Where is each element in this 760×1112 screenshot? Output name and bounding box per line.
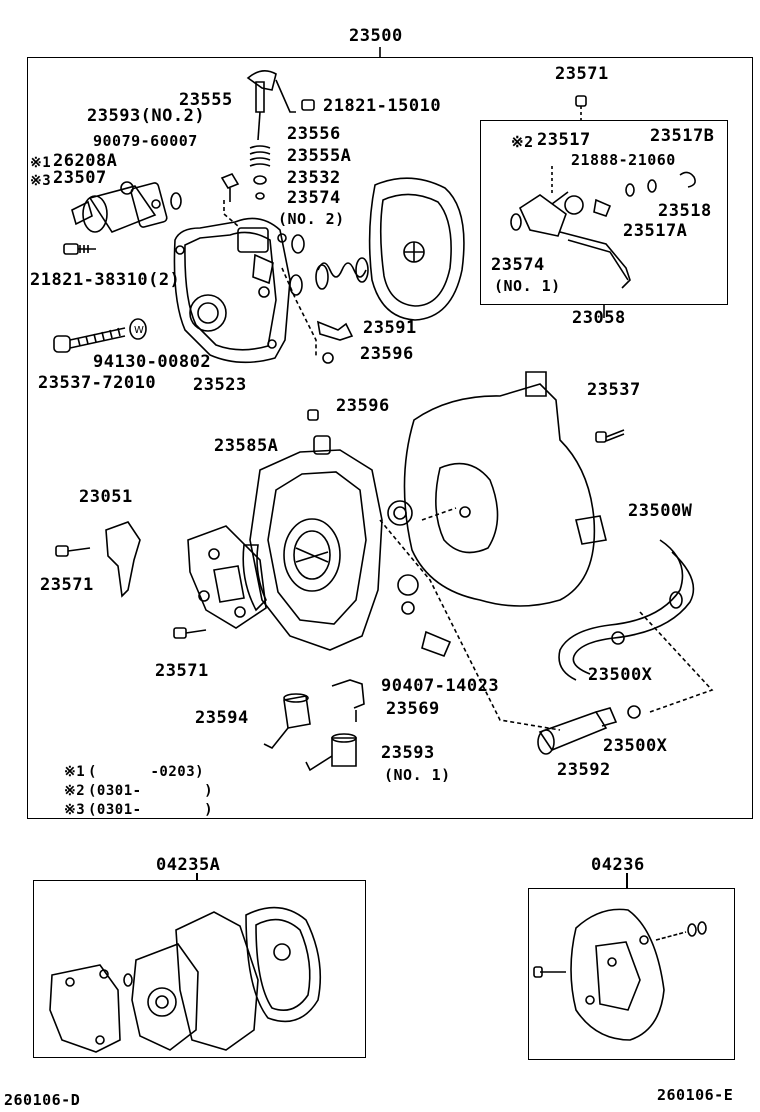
label-23532: 23532 — [287, 168, 341, 188]
leader-04235A — [196, 873, 198, 881]
diaphragm-spring-art — [316, 258, 368, 289]
label-23517B: 23517B — [650, 126, 715, 146]
label-23571-top: 23571 — [555, 64, 609, 84]
label-94130-00802: 94130-00802 — [93, 352, 212, 372]
label-90407-14023: 90407-14023 — [381, 676, 500, 696]
label-23523: 23523 — [193, 375, 247, 395]
label-23500X-a: 23500X — [588, 665, 653, 685]
label-23571-bottom: 23571 — [155, 661, 209, 681]
clamp-23500X-a-art — [612, 632, 624, 644]
bolt-23537-72010-art: W — [54, 319, 146, 352]
o-ring-23574-no2-art — [292, 235, 304, 253]
kit-04235A-art — [50, 908, 320, 1052]
fitting-90407-14023-art — [422, 632, 450, 656]
note-1-mark: ※1 — [64, 764, 86, 780]
hose-23500W-art — [559, 540, 693, 680]
fitting-23594-art — [264, 694, 310, 748]
label-23555: 23555 — [179, 90, 233, 110]
label-23051: 23051 — [79, 487, 133, 507]
solenoid-23507-art — [72, 182, 168, 232]
fitting-23569-art — [332, 680, 364, 722]
note-2-text: (0301- ) — [88, 783, 214, 799]
label-23574-no1: 23574 — [491, 255, 545, 275]
label-assembly-23500: 23500 — [349, 26, 403, 46]
o-ring-90079-art — [171, 193, 181, 209]
note-2-mark: ※2 — [64, 783, 86, 799]
label-26208A: 26208A — [53, 151, 118, 171]
bolt-23537-art — [596, 430, 624, 442]
housing-large-art — [404, 372, 606, 606]
label-23569: 23569 — [386, 699, 440, 719]
bolt-21821-38310-art — [64, 244, 96, 254]
note-1-text: ( -0203) — [88, 764, 205, 780]
label-kit-04236: 04236 — [591, 855, 645, 875]
label-23574-no1-sub: (NO. 1) — [494, 277, 561, 295]
valve-body-left-art — [188, 526, 266, 628]
label-21888-21060: 21888-21060 — [571, 151, 676, 169]
note-3-mark: ※3 — [64, 802, 86, 818]
kit-04235A-frame — [33, 880, 366, 1058]
subassembly-23058-frame — [480, 120, 728, 305]
screw-23555-art — [222, 71, 314, 202]
label-23556: 23556 — [287, 124, 341, 144]
leader-04236 — [626, 873, 628, 888]
valve-23592-art — [538, 708, 616, 754]
label-23518: 23518 — [658, 201, 712, 221]
footer-code-left: 260106-D — [4, 1091, 81, 1109]
label-23571-left: 23571 — [40, 575, 94, 595]
svg-text:W: W — [134, 325, 144, 336]
label-23596-a: 23596 — [360, 344, 414, 364]
main-assembly-frame — [27, 57, 753, 819]
label-23574-no2-sub: (NO. 2) — [278, 210, 345, 228]
label-21821-15010: 21821-15010 — [323, 96, 442, 116]
label-21821-38310: 21821-38310(2) — [30, 270, 181, 290]
label-26208A-mark: ※1 — [30, 155, 52, 171]
label-23537: 23537 — [587, 380, 641, 400]
label-90079-60007: 90079-60007 — [93, 132, 198, 150]
diaphragm-art — [370, 178, 464, 320]
label-23593-no2: 23593(NO.2) — [87, 106, 206, 126]
plug-23596-art — [323, 353, 333, 363]
label-23555A: 23555A — [287, 146, 352, 166]
o-ring-23574-art — [290, 275, 302, 295]
label-23593-no1: 23593 — [381, 743, 435, 763]
bolt-23571-left-art — [56, 546, 90, 556]
label-23593-no1-sub: (NO. 1) — [384, 766, 451, 784]
label-23591: 23591 — [363, 318, 417, 338]
label-23517A: 23517A — [623, 221, 688, 241]
label-subassembly-23058: 23058 — [572, 308, 626, 328]
note-3-text: (0301- ) — [88, 802, 214, 818]
label-23592: 23592 — [557, 760, 611, 780]
label-23517-mark: ※2 — [511, 133, 534, 151]
fitting-23593-no1-art — [306, 734, 356, 770]
bracket-23051-art — [106, 522, 140, 596]
label-23594: 23594 — [195, 708, 249, 728]
label-23517: 23517 — [537, 130, 591, 150]
label-23574-no2: 23574 — [287, 188, 341, 208]
label-23596-b: 23596 — [336, 396, 390, 416]
label-23507: 23507 — [53, 168, 107, 188]
bolt-23571-bottom-art — [174, 628, 206, 638]
label-23507-mark: ※3 — [30, 173, 52, 189]
kit-04236-art — [534, 909, 706, 1040]
lever-subassembly-23058-art — [511, 96, 695, 288]
label-kit-04235A: 04235A — [156, 855, 221, 875]
label-23585A: 23585A — [214, 436, 279, 456]
clamp-23500X-b-art — [628, 706, 640, 718]
label-23537-72010: 23537-72010 — [38, 373, 157, 393]
regulator-cover-23523-art — [174, 218, 290, 362]
kit-04236-frame — [528, 888, 735, 1060]
label-23500X-b: 23500X — [603, 736, 668, 756]
footer-code-right: 260106-E — [657, 1086, 734, 1104]
regulator-body-23585A-art — [250, 410, 418, 650]
fitting-23591-art — [318, 322, 352, 340]
label-23500W: 23500W — [628, 501, 693, 521]
